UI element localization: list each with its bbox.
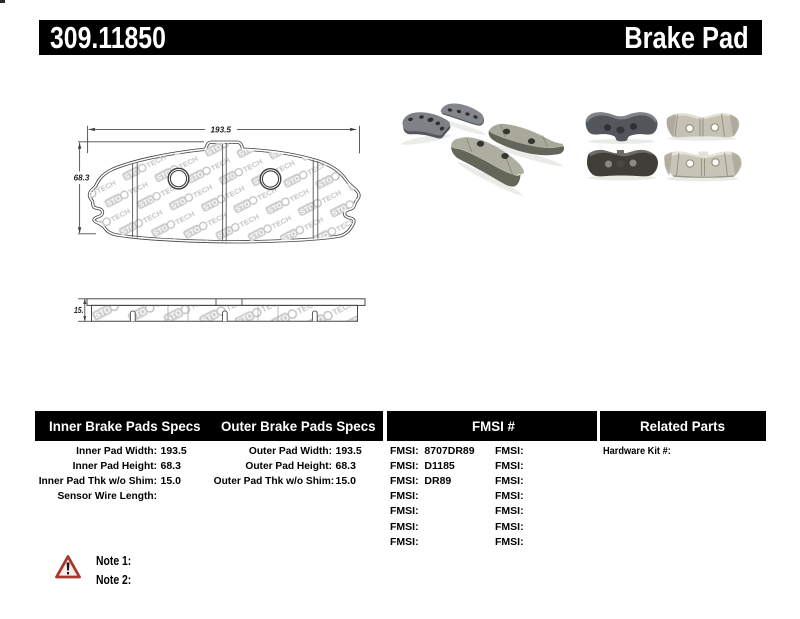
svg-text:15.: 15. [74, 306, 84, 315]
svg-text:193.5: 193.5 [211, 125, 232, 134]
svg-text:68.3: 68.3 [74, 174, 90, 183]
